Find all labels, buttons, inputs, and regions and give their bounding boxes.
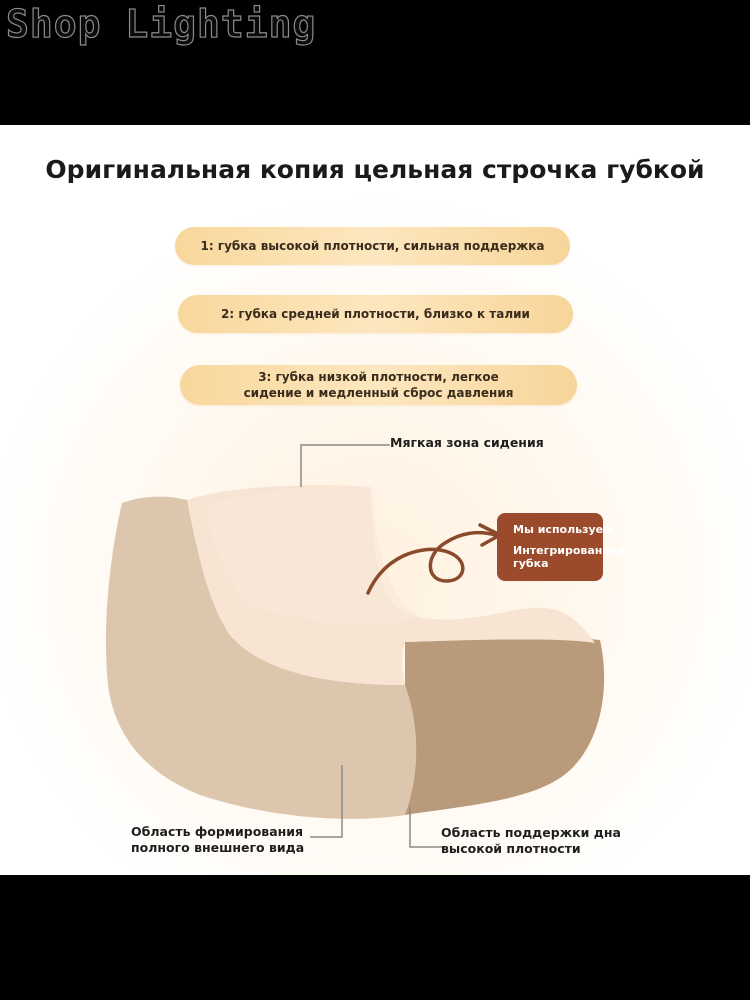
sofa-side-panel (105, 496, 417, 819)
page-title: Оригинальная копия цельная строчка губко… (45, 155, 705, 184)
badge-line-1: Мы используем (513, 523, 613, 536)
base-support-callout: Область поддержки дна высокой плотности (441, 825, 621, 856)
swirl-arrow (366, 530, 497, 595)
shop-watermark: Shop Lighting (5, 1, 317, 46)
badge-line-2: Интегрированная губка (513, 544, 625, 570)
seat-zone-callout: Мягкая зона сидения (390, 435, 544, 450)
infographic-panel: Оригинальная копия цельная строчка губко… (0, 125, 750, 875)
layer-2-label: 2: губка средней плотности, близко к тал… (221, 307, 530, 321)
sofa-base-face (405, 637, 605, 815)
layer-3-label: 3: губка низкой плотности, легкое сидени… (243, 370, 514, 400)
base-support-leader (409, 807, 445, 848)
top-band: Shop Lighting (0, 0, 750, 125)
leader-lines (300, 444, 445, 848)
integrated-sponge-badge: Мы используем Интегрированная губка (497, 513, 624, 581)
outer-shape-callout: Область формирования полного внешнего ви… (131, 824, 305, 855)
bottom-band (0, 875, 750, 1000)
layer-3-pill: 3: губка низкой плотности, легкое сидени… (180, 365, 577, 405)
layer-2-pill: 2: губка средней плотности, близко к тал… (178, 295, 573, 333)
seat-zone-leader (300, 444, 390, 487)
sofa-illustration (105, 444, 605, 848)
layer-1-label: 1: губка высокой плотности, сильная подд… (200, 239, 545, 253)
sofa-seat-top (205, 486, 420, 625)
outer-shape-leader (310, 765, 343, 838)
layer-1-pill: 1: губка высокой плотности, сильная подд… (175, 227, 570, 265)
